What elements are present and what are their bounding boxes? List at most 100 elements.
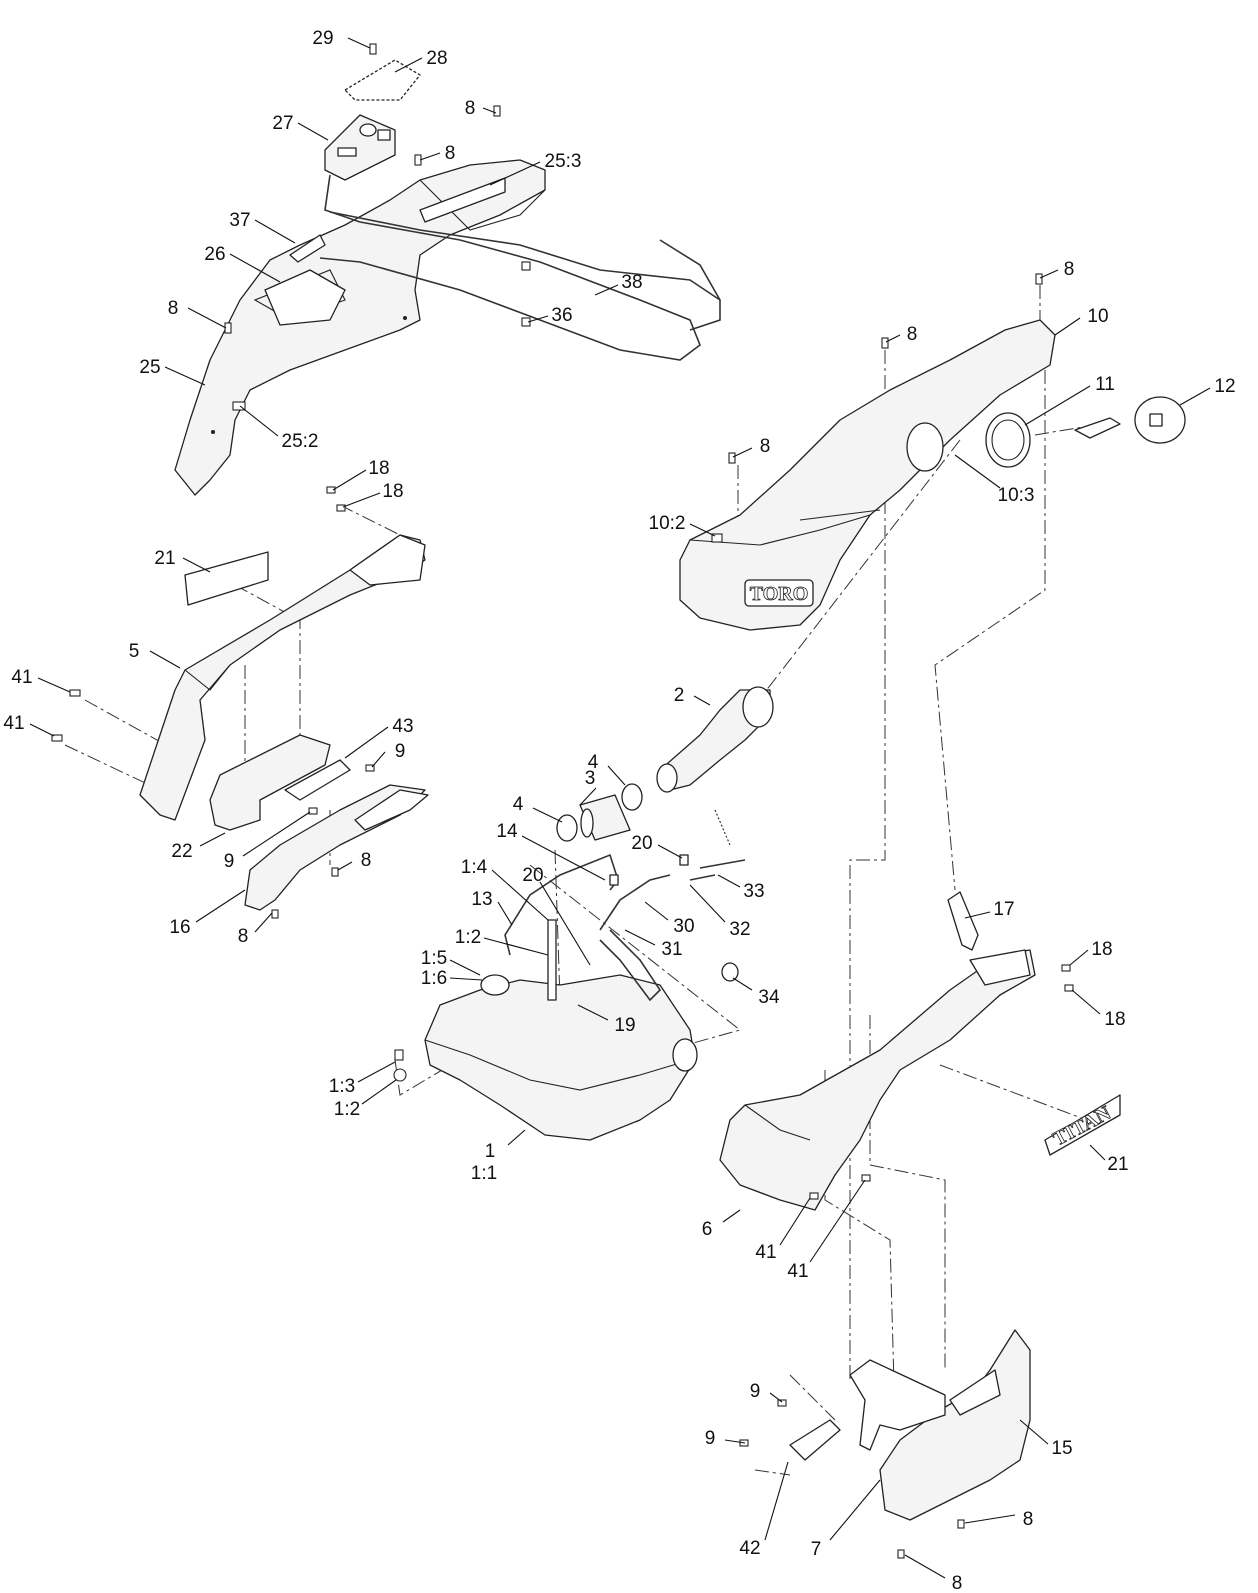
callout-leader: [239, 405, 279, 437]
callout-leader: [1054, 317, 1081, 336]
callout-label: 10: [1087, 306, 1108, 327]
callout-leader: [885, 334, 901, 343]
callout-label: 11: [1095, 374, 1115, 395]
callout-label: 18: [368, 458, 389, 479]
svg-text:TITAN: TITAN: [1050, 1102, 1115, 1151]
callout-label: 9: [750, 1381, 761, 1402]
callout-label: 8: [1023, 1509, 1034, 1530]
callout-leader: [809, 1179, 866, 1263]
callout-leader: [357, 1061, 396, 1083]
part-12-fuel-cap: [1074, 396, 1186, 444]
callout-label: 1:4: [461, 857, 488, 878]
callout-label: 37: [229, 210, 250, 231]
callout-leader: [482, 107, 497, 114]
part-3-sleeve: [579, 794, 631, 841]
callout-label: 8: [361, 850, 372, 871]
callout-label: 9: [705, 1428, 716, 1449]
callout-leader: [297, 122, 329, 141]
callout-leader: [577, 1004, 609, 1021]
callout-leader: [689, 884, 726, 923]
callout-leader: [624, 929, 656, 946]
callout-leader: [187, 307, 227, 329]
callout-label: 20: [522, 865, 543, 886]
callout-leader: [254, 219, 296, 244]
callout-leader: [483, 937, 549, 956]
callout-label: 14: [496, 821, 518, 842]
part-10-right-console: TORO: [679, 319, 1056, 631]
callout-label: 41: [787, 1261, 808, 1282]
callout-leader: [1024, 385, 1091, 426]
callout-label: 26: [204, 244, 225, 265]
callout-label: 12: [1214, 376, 1235, 397]
callout-label: 17: [993, 899, 1014, 920]
callout-leader: [579, 787, 597, 806]
callout-label: 15: [1051, 1438, 1072, 1459]
callout-leader: [449, 959, 481, 976]
callout-leader: [342, 492, 381, 508]
callout-label: 41: [3, 713, 24, 734]
part-16-guard: [244, 784, 429, 911]
callout-label: 29: [312, 28, 333, 49]
callout-label: 43: [392, 716, 413, 737]
callout-label: 18: [1104, 1009, 1125, 1030]
callout-label: 8: [760, 436, 771, 457]
callout-leader: [419, 152, 441, 161]
callout-leader: [521, 835, 606, 881]
callout-leader: [722, 1209, 741, 1223]
callout-label: 27: [272, 113, 293, 134]
callout-leader: [1089, 1144, 1106, 1161]
callout-leader: [242, 811, 311, 857]
callout-leader: [1039, 269, 1059, 279]
callout-label: 8: [907, 324, 918, 345]
callout-leader: [1019, 1419, 1049, 1445]
part-42-plate: [789, 1419, 841, 1461]
callout-leader: [199, 832, 226, 847]
callout-label: 10:3: [998, 485, 1035, 506]
callout-label: 8: [238, 926, 249, 947]
part-37-latch: [289, 234, 326, 263]
part-22-bracket: [209, 734, 351, 831]
callout-label: 41: [11, 667, 32, 688]
callout-label: 34: [758, 987, 780, 1008]
callout-label: 25:2: [282, 431, 319, 452]
callout-label: 10:2: [649, 513, 686, 534]
callout-label: 4: [588, 752, 599, 773]
callout-label: 42: [739, 1538, 760, 1559]
callout-leader: [491, 869, 549, 921]
callout-leader: [497, 901, 513, 926]
callout-label: 1: [485, 1141, 496, 1162]
callout-leader: [693, 695, 711, 706]
callout-leader: [539, 881, 591, 966]
callout-leader: [195, 889, 246, 923]
callout-leader: [732, 447, 753, 458]
callout-label: 2: [674, 685, 685, 706]
callout-label: 1:6: [421, 968, 447, 989]
callout-leader: [332, 469, 367, 491]
callout-leader: [904, 1554, 946, 1579]
callout-label: 38: [621, 272, 642, 293]
callout-leader: [489, 161, 541, 186]
part-34-clip: [721, 962, 739, 982]
callout-label: 25:3: [545, 151, 582, 172]
callout-label: 8: [1064, 259, 1075, 280]
callout-label: 8: [168, 298, 179, 319]
callout-leader: [449, 977, 483, 981]
callout-leader: [532, 807, 563, 823]
callout-label: 1:2: [455, 927, 481, 948]
callout-label: 21: [154, 548, 175, 569]
callout-label: 8: [952, 1573, 963, 1593]
callout-leader: [644, 901, 669, 921]
callout-leaders: [29, 37, 1211, 1579]
callout-label: 28: [426, 48, 447, 69]
callout-label: 1:1: [471, 1163, 497, 1184]
callout-label: 9: [224, 851, 235, 872]
callout-label: 7: [811, 1539, 822, 1560]
part-25-left-shroud: [174, 159, 546, 496]
callout-label: 19: [614, 1015, 635, 1036]
callout-leader: [29, 723, 55, 737]
callout-label: 16: [169, 917, 190, 938]
callout-leader: [607, 765, 626, 786]
callout-label: 31: [661, 939, 682, 960]
part-7-bracket: [849, 1359, 946, 1451]
